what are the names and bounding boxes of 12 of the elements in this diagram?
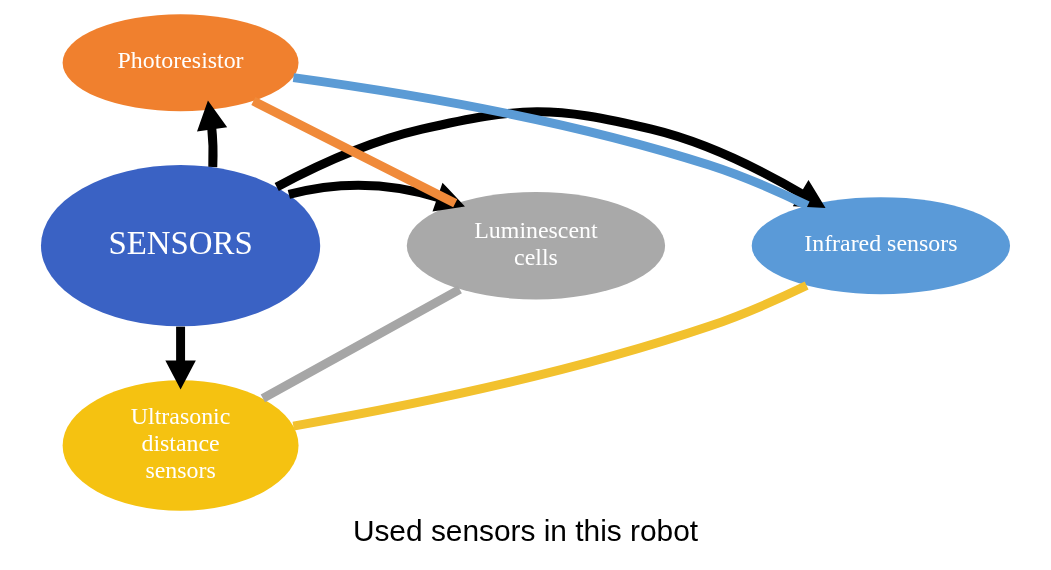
- connector: [292, 281, 809, 431]
- connector: [251, 97, 458, 208]
- node-ellipse: SENSORS: [40, 165, 321, 327]
- arrow: [165, 326, 196, 390]
- connector: [260, 285, 462, 403]
- arrow: [197, 100, 228, 168]
- caption: Used sensors in this robot: [352, 513, 699, 547]
- node-ellipse: Infrared sensors: [751, 197, 1011, 295]
- arrow: [274, 107, 826, 209]
- node-ellipse: Photoresistor: [62, 14, 299, 112]
- node-ellipse: Luminescent cells: [406, 191, 666, 300]
- node-ellipse: Ultrasonic distance sensors: [62, 380, 299, 511]
